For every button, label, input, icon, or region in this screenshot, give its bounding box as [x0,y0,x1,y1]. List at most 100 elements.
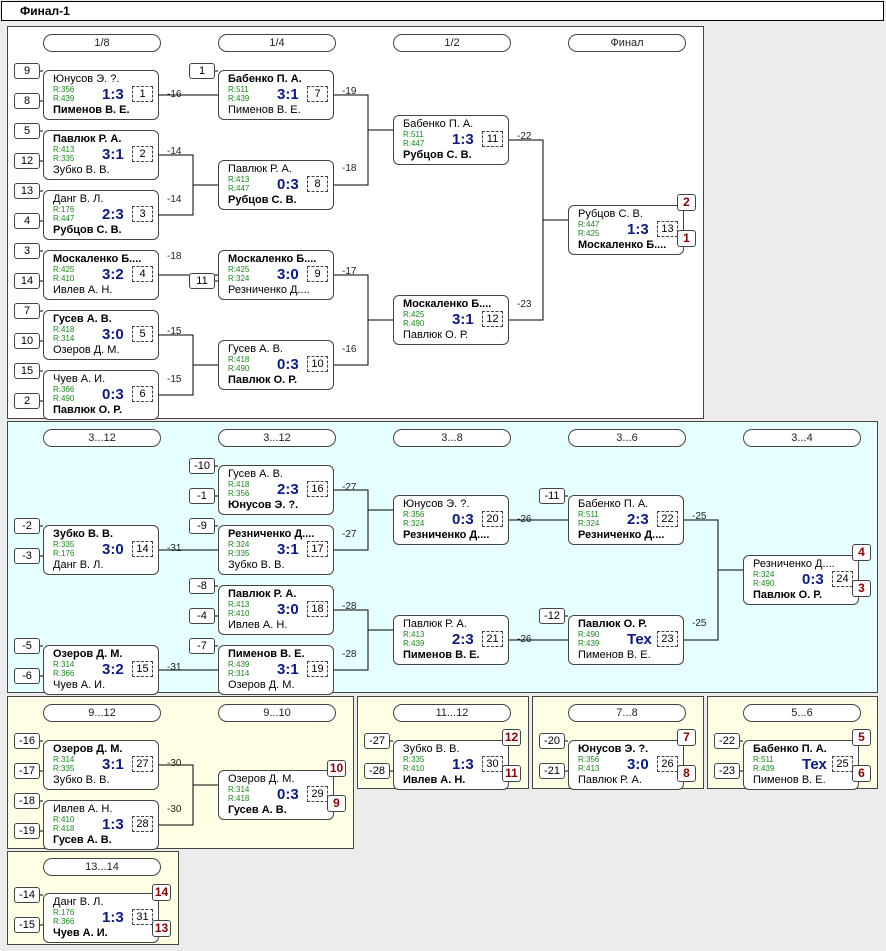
player-2-name: Павлюк О. Р. [53,404,122,416]
player-2-rating: R:314 [228,669,250,678]
match-number-box: 19 [307,661,328,677]
seed-box: -3 [14,548,40,564]
match-score: 3:2 [102,266,124,283]
match-score: 1:3 [627,221,649,238]
player-1-name: Озеров Д. М. [228,773,295,785]
player-2-name: Рубцов С. В. [403,149,472,161]
loser-destination-label: -27 [342,482,357,493]
player-1-name: Озеров Д. М. [53,648,123,660]
player-2-rating: R:447 [228,184,250,193]
placement-box: 4 [852,544,871,561]
player-1-name: Данг В. Л. [53,896,104,908]
player-2-name: Юнусов Э. ?. [228,499,299,511]
seed-box: -8 [189,578,215,594]
player-1-rating: R:490 [578,630,600,639]
player-2-rating: R:324 [578,519,600,528]
player-1-rating: R:413 [53,145,75,154]
player-2-name: Ивлев А. Н. [228,619,288,631]
placement-box: 2 [677,194,696,211]
player-1-name: Бабенко П. А. [753,743,827,755]
loser-destination-label: -14 [167,146,182,157]
loser-destination-label: -19 [342,86,357,97]
placement-box: 6 [852,765,871,782]
player-2-name: Зубко В. В. [53,164,110,176]
player-1-rating: R:413 [403,630,425,639]
player-1-name: Бабенко П. А. [578,498,649,510]
match-score: 1:3 [452,756,474,773]
placement-box: 13 [152,920,171,937]
window-title: Финал-1 [1,1,884,21]
player-2-name: Пименов В. Е. [228,104,301,116]
player-2-name: Павлюк О. Р. [228,374,297,386]
match-score: 1:3 [102,909,124,926]
match-number-box: 7 [307,86,328,102]
seed-box: -22 [714,733,740,749]
match-score: 3:0 [102,326,124,343]
placement-box: 10 [327,760,346,777]
seed-box: -9 [189,518,215,534]
player-1-rating: R:418 [53,325,75,334]
player-2-name: Резниченко Д.... [403,529,490,541]
player-1-name: Резниченко Д.... [753,558,835,570]
match-score: 0:3 [277,176,299,193]
player-2-rating: R:439 [53,94,75,103]
player-1-rating: R:356 [53,85,75,94]
seed-box: -4 [189,608,215,624]
player-2-rating: R:314 [53,334,75,343]
match-score: 3:1 [102,756,124,773]
loser-destination-label: -18 [167,251,182,262]
match-score: 3:1 [452,311,474,328]
loser-destination-label: -30 [167,758,182,769]
player-2-rating: R:439 [578,639,600,648]
seed-box: -10 [189,458,215,474]
player-2-rating: R:490 [753,579,775,588]
match-score: 2:3 [277,481,299,498]
match-score: 0:3 [802,571,824,588]
round-header: 11...12 [393,704,511,722]
player-2-name: Москаленко Б.... [578,239,667,251]
seed-box: 12 [14,153,40,169]
match-number-box: 26 [657,756,678,772]
seed-box: 10 [14,333,40,349]
match-number-box: 10 [307,356,328,372]
player-1-name: Бабенко П. А. [228,73,302,85]
loser-destination-label: -27 [342,529,357,540]
player-2-rating: R:356 [228,489,250,498]
match-number-box: 18 [307,601,328,617]
player-1-rating: R:439 [228,660,250,669]
match-number-box: 4 [132,266,153,282]
seed-box: 13 [14,183,40,199]
